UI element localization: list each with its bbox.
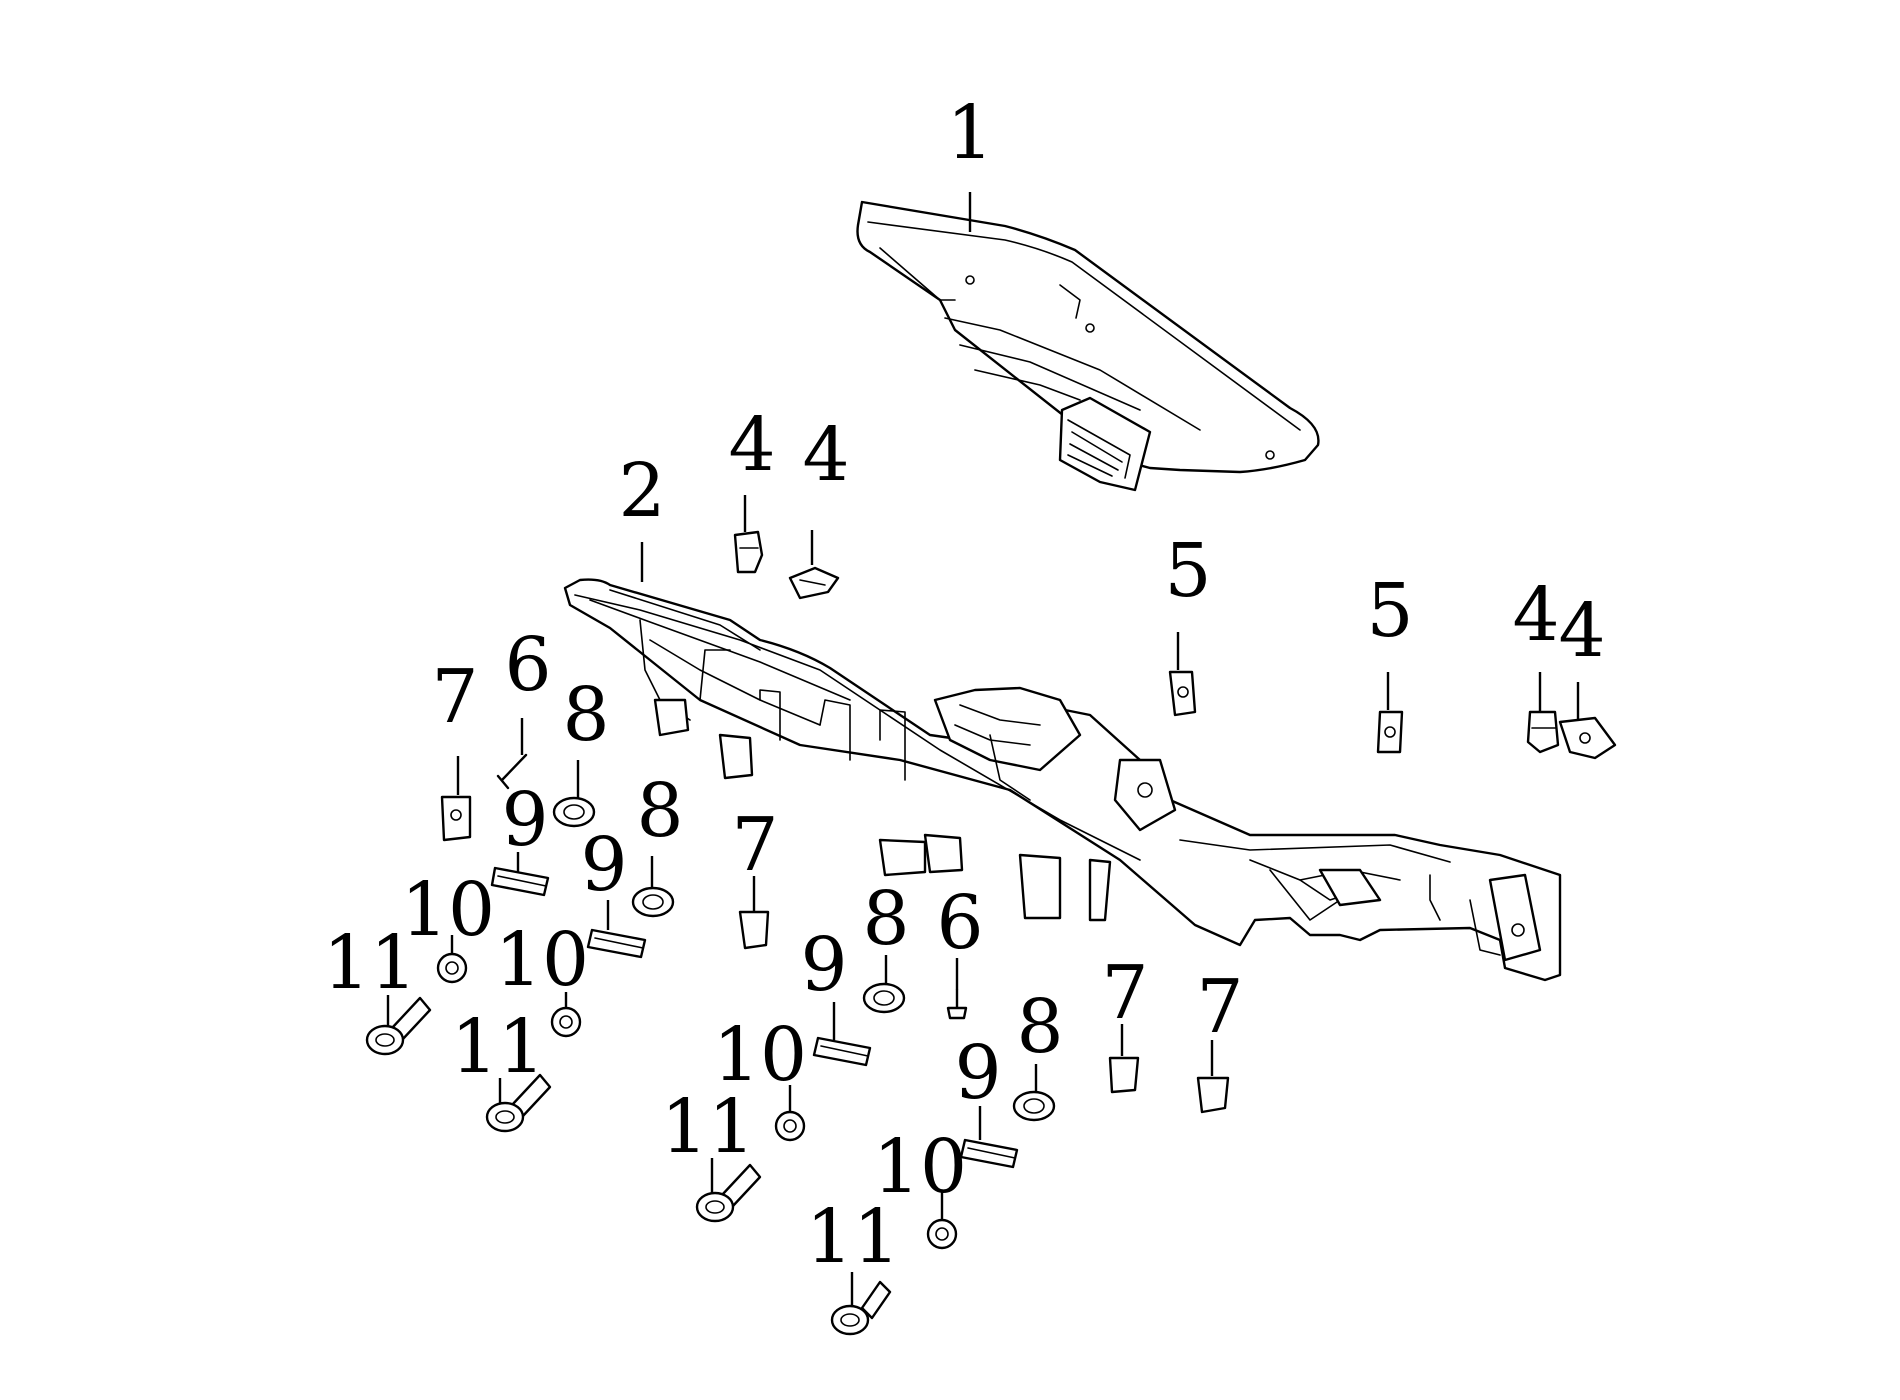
part-10-washer — [436, 952, 468, 984]
callout-part-6: 6 — [936, 880, 983, 966]
part-4-clip-nut — [733, 530, 764, 574]
part-4-clip-nut — [788, 566, 840, 600]
callout-part-9: 9 — [800, 922, 847, 1008]
callout-part-10: 10 — [495, 917, 589, 1003]
part-9-rubber-strip — [959, 1138, 1019, 1169]
callout-part-7: 7 — [1196, 964, 1243, 1050]
callout-part-1: 1 — [946, 90, 993, 176]
callout-part-11: 11 — [806, 1194, 900, 1280]
callout-part-4: 4 — [1558, 588, 1605, 674]
callout-part-9: 9 — [954, 1030, 1001, 1116]
callout-part-8: 8 — [1016, 984, 1063, 1070]
callout-part-9: 9 — [580, 822, 627, 908]
part-1-meter-assembly — [856, 200, 1320, 492]
part-9-rubber-strip — [490, 866, 550, 897]
callout-part-10: 10 — [401, 867, 495, 953]
callout-part-2: 2 — [618, 448, 665, 534]
callout-part-6: 6 — [504, 622, 551, 708]
callout-part-9: 9 — [501, 777, 548, 863]
callout-part-8: 8 — [636, 768, 683, 854]
part-7-clip — [440, 795, 472, 842]
part-7-clip — [1196, 1076, 1230, 1114]
callout-part-11: 11 — [661, 1084, 755, 1170]
callout-part-5: 5 — [1366, 568, 1413, 654]
part-8-grommet — [552, 796, 596, 828]
callout-part-7: 7 — [1101, 950, 1148, 1036]
part-7-clip — [738, 910, 770, 950]
callout-part-8: 8 — [862, 876, 909, 962]
callout-part-4: 4 — [1512, 572, 1559, 658]
part-8-grommet — [631, 886, 675, 918]
part-6-screw — [946, 988, 968, 1020]
part-11-flange-bolt — [695, 1163, 762, 1223]
part-7-clip — [1108, 1056, 1140, 1094]
callout-part-8: 8 — [562, 672, 609, 758]
part-4-clip-nut — [1558, 716, 1617, 760]
part-11-flange-bolt — [365, 996, 432, 1056]
part-5-speed-nut — [1168, 670, 1197, 717]
part-5-speed-nut — [1376, 710, 1404, 754]
part-11-flange-bolt — [830, 1280, 892, 1336]
part-2-bracket — [563, 578, 1562, 982]
part-9-rubber-strip — [812, 1036, 872, 1067]
callout-part-11: 11 — [323, 920, 417, 1006]
callout-part-10: 10 — [713, 1012, 807, 1098]
part-10-washer — [926, 1218, 958, 1250]
callout-part-5: 5 — [1164, 528, 1211, 614]
callout-part-7: 7 — [731, 802, 778, 888]
part-8-grommet — [862, 982, 906, 1014]
part-4-clip-nut — [1526, 710, 1560, 754]
part-10-washer — [774, 1110, 806, 1142]
callout-labels: 1 2 4 4 5 5 4 4 6 6 7 7 7 7 8 — [323, 90, 1606, 1305]
callout-part-4: 4 — [802, 412, 849, 498]
part-6-screw — [496, 753, 528, 790]
part-10-washer — [550, 1006, 582, 1038]
callout-part-11: 11 — [451, 1004, 545, 1090]
callout-part-7: 7 — [431, 654, 478, 740]
part-8-grommet — [1012, 1090, 1056, 1122]
part-9-rubber-strip — [586, 928, 647, 959]
part-11-flange-bolt — [485, 1073, 552, 1133]
callout-part-10: 10 — [873, 1124, 967, 1210]
callout-part-4: 4 — [728, 402, 775, 488]
